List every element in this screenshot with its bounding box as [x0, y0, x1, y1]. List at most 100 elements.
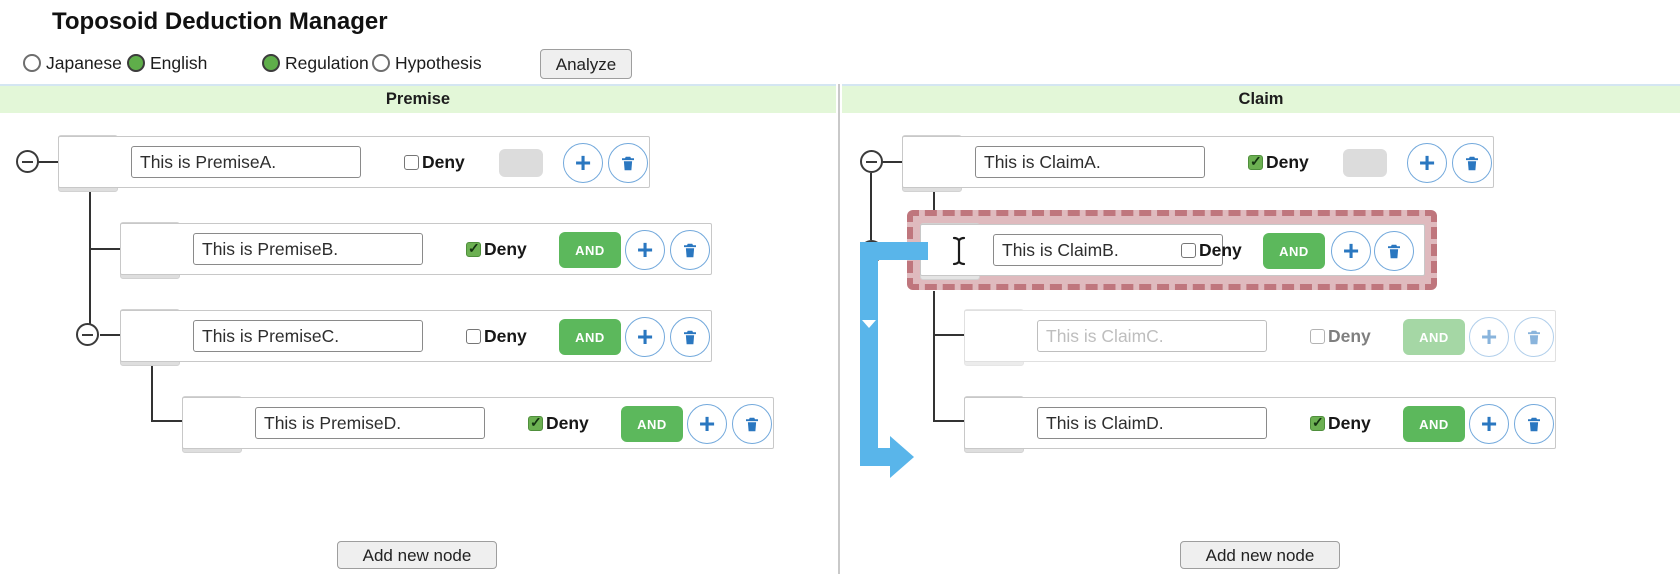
add-child-button[interactable]: +: [563, 143, 603, 183]
tree-connector: [933, 192, 935, 210]
node-text-input[interactable]: [255, 407, 485, 439]
tree-connector: [933, 291, 935, 422]
and-button[interactable]: AND: [559, 232, 621, 268]
tree-connector: [870, 173, 872, 240]
collapse-toggle-premise-a[interactable]: [16, 150, 39, 173]
minus-icon: [22, 160, 33, 163]
collapse-toggle-premise-c[interactable]: [76, 323, 99, 346]
delete-node-button[interactable]: [1452, 143, 1492, 183]
add-child-button[interactable]: +: [1407, 143, 1447, 183]
deny-label: Deny: [484, 239, 527, 259]
radio-hypothesis-label: Hypothesis: [395, 53, 482, 73]
deny-checkbox[interactable]: [528, 414, 543, 431]
and-button[interactable]: AND: [559, 319, 621, 355]
radio-hypothesis[interactable]: [372, 54, 390, 72]
text-cursor-icon: [952, 236, 966, 266]
tree-connector: [89, 192, 91, 326]
node-row-premise-b: Deny AND +: [120, 223, 712, 275]
minus-icon: [866, 160, 877, 163]
deny-checkbox[interactable]: [466, 240, 481, 257]
node-row-premise-d: Deny AND +: [182, 397, 774, 449]
radio-english-label: English: [150, 53, 208, 73]
collapse-toggle-claim-a[interactable]: [860, 150, 883, 173]
node-text-input[interactable]: [1037, 320, 1267, 352]
node-row-premise-c: Deny AND +: [120, 310, 712, 362]
radio-english[interactable]: [127, 54, 145, 72]
tree-connector: [89, 248, 120, 250]
trash-icon: [1528, 330, 1540, 344]
drag-path-arrow-top: [869, 242, 928, 260]
node-row-claim-a: Deny +: [902, 136, 1494, 188]
node-row-claim-b: Deny AND +: [920, 224, 1425, 276]
tree-connector: [933, 420, 964, 422]
node-text-input[interactable]: [1037, 407, 1267, 439]
deny-checkbox[interactable]: [1310, 329, 1325, 344]
radio-regulation[interactable]: [262, 54, 280, 72]
panel-divider: [838, 84, 840, 574]
delete-node-button[interactable]: [732, 404, 772, 444]
trash-icon: [622, 156, 634, 170]
radio-regulation-label: Regulation: [285, 53, 369, 73]
claim-panel-header: Claim: [842, 84, 1680, 113]
and-button[interactable]: AND: [1263, 233, 1325, 269]
add-child-button[interactable]: +: [1469, 404, 1509, 444]
deny-label: Deny: [546, 413, 589, 433]
trash-icon: [1466, 156, 1478, 170]
tree-connector: [882, 161, 902, 163]
trash-icon: [1528, 417, 1540, 431]
tree-connector: [38, 161, 58, 163]
node-text-input[interactable]: [131, 146, 361, 178]
add-new-node-button-premise[interactable]: Add new node: [337, 541, 497, 569]
delete-node-button[interactable]: [1374, 231, 1414, 271]
tree-connector: [151, 366, 153, 422]
delete-node-button[interactable]: [670, 317, 710, 357]
add-new-node-button-claim[interactable]: Add new node: [1180, 541, 1340, 569]
trash-icon: [746, 417, 758, 431]
node-row-premise-a: Deny +: [58, 136, 650, 188]
delete-node-button[interactable]: [608, 143, 648, 183]
deny-checkbox[interactable]: [1248, 153, 1263, 170]
analyze-button[interactable]: Analyze: [540, 49, 632, 79]
radio-japanese[interactable]: [23, 54, 41, 72]
add-child-button[interactable]: +: [625, 317, 665, 357]
delete-node-button[interactable]: [1514, 404, 1554, 444]
deny-label: Deny: [1199, 240, 1242, 260]
and-button[interactable]: AND: [1403, 319, 1465, 355]
and-placeholder: [499, 149, 543, 177]
premise-panel-header: Premise: [0, 84, 836, 113]
add-child-button[interactable]: +: [1331, 231, 1371, 271]
deny-checkbox[interactable]: [466, 329, 481, 344]
node-text-input[interactable]: [193, 320, 423, 352]
node-text-input[interactable]: [193, 233, 423, 265]
deny-label: Deny: [422, 152, 465, 172]
deny-checkbox[interactable]: [404, 155, 419, 170]
drop-position-marker: [862, 320, 876, 328]
add-child-button[interactable]: +: [1469, 317, 1509, 357]
minus-icon: [82, 333, 93, 336]
deny-label: Deny: [1266, 152, 1309, 172]
and-button[interactable]: AND: [621, 406, 683, 442]
delete-node-button[interactable]: [670, 230, 710, 270]
tree-connector: [933, 334, 964, 336]
drag-path-arrow-stem: [860, 242, 878, 466]
page-title: Toposoid Deduction Manager: [52, 8, 388, 35]
add-child-button[interactable]: +: [687, 404, 727, 444]
node-text-input[interactable]: [975, 146, 1205, 178]
delete-node-button[interactable]: [1514, 317, 1554, 357]
deny-label: Deny: [1328, 413, 1371, 433]
and-placeholder: [1343, 149, 1387, 177]
deny-checkbox[interactable]: [1310, 414, 1325, 431]
deny-label: Deny: [484, 326, 527, 346]
deny-checkbox[interactable]: [1181, 243, 1196, 258]
node-row-claim-c: Deny AND +: [964, 310, 1556, 362]
trash-icon: [1388, 244, 1400, 258]
drag-path-arrow-foot: [860, 448, 892, 466]
trash-icon: [684, 330, 696, 344]
node-row-claim-d: Deny AND +: [964, 397, 1556, 449]
drag-path-arrowhead: [890, 436, 914, 478]
tree-connector: [151, 420, 182, 422]
tree-connector: [100, 334, 120, 336]
add-child-button[interactable]: +: [625, 230, 665, 270]
and-button[interactable]: AND: [1403, 406, 1465, 442]
